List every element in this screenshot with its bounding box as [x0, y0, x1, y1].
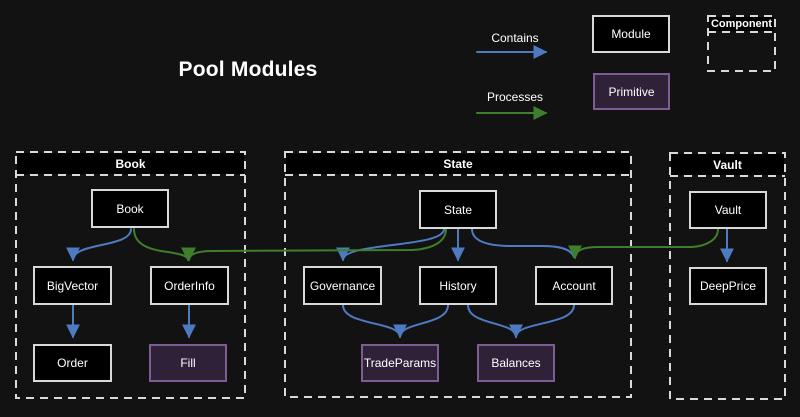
legend-component-label: Component — [709, 17, 774, 31]
edge-state-governance — [336, 228, 445, 262]
node-bigvector: BigVector — [33, 266, 112, 305]
page-title: Pool Modules — [178, 58, 318, 81]
edge-book-bigvector — [66, 228, 132, 262]
node-deepprice: DeepPrice — [689, 267, 767, 305]
vault-container-border — [669, 152, 786, 400]
book-container-title: Book — [17, 153, 244, 174]
edge-account-balances — [509, 304, 575, 339]
legend-module-node: Module — [592, 15, 670, 53]
legend-component-box — [707, 15, 776, 72]
node-account: Account — [535, 266, 613, 305]
node-fill: Fill — [149, 344, 227, 382]
legend-processes-label: Processes — [486, 90, 544, 104]
vault-container-title: Vault — [671, 154, 784, 175]
edge-history-tradeparams — [393, 304, 449, 339]
node-order: Order — [33, 344, 112, 382]
edge-book-orderinfo — [133, 228, 195, 262]
node-governance: Governance — [303, 266, 382, 305]
edge-state-account — [471, 228, 575, 258]
node-state: State — [419, 190, 497, 229]
legend-contains-label: Contains — [491, 31, 539, 45]
edge-governance-tradeparams — [342, 304, 401, 338]
edge-vault-account — [568, 228, 719, 260]
node-vault: Vault — [689, 191, 767, 229]
node-orderinfo: OrderInfo — [150, 266, 229, 305]
edge-history-balances — [467, 304, 517, 338]
edge-state-orderinfo — [182, 228, 447, 262]
state-container-title: State — [286, 153, 630, 174]
legend-primitive-node: Primitive — [593, 73, 670, 110]
state-container-border — [284, 151, 632, 398]
node-history: History — [419, 266, 497, 305]
book-container-border — [15, 151, 246, 399]
node-book: Book — [91, 189, 169, 228]
node-tradeparams: TradeParams — [361, 344, 439, 382]
node-balances: Balances — [477, 344, 555, 382]
